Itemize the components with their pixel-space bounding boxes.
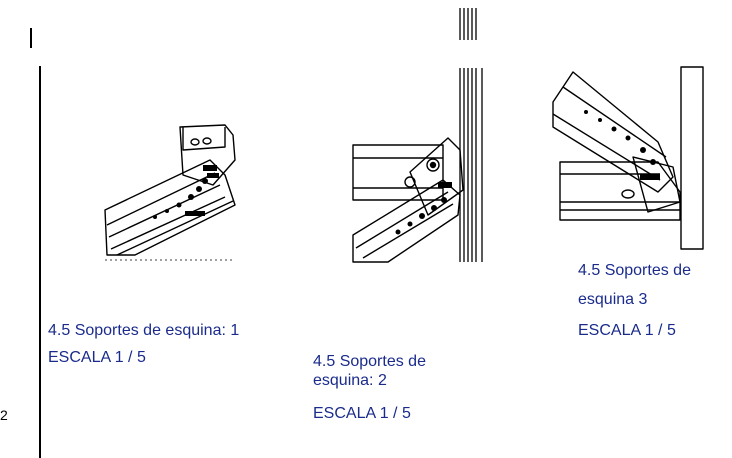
margin-tick <box>30 28 32 48</box>
corner-bracket-drawing-1 <box>104 124 236 261</box>
figure-3-scale: ESCALA 1 / 5 <box>578 322 676 339</box>
figure-2-title-line1: 4.5 Soportes de <box>313 353 426 370</box>
figure-1-title: 4.5 Soportes de esquina: 1 <box>48 322 240 339</box>
figure-1-scale: ESCALA 1 / 5 <box>48 349 146 366</box>
corner-bracket-drawing-3 <box>552 66 704 250</box>
figure-2-title-line2: esquina: 2 <box>313 372 387 389</box>
figure-3-title-line1: 4.5 Soportes de <box>578 262 691 279</box>
corner-bracket-drawing-2 <box>352 8 483 263</box>
margin-rule <box>39 66 41 458</box>
figure-3-title-line2: esquina 3 <box>578 291 648 308</box>
page-number: 2 <box>0 407 8 423</box>
figure-2-scale: ESCALA 1 / 5 <box>313 405 411 422</box>
